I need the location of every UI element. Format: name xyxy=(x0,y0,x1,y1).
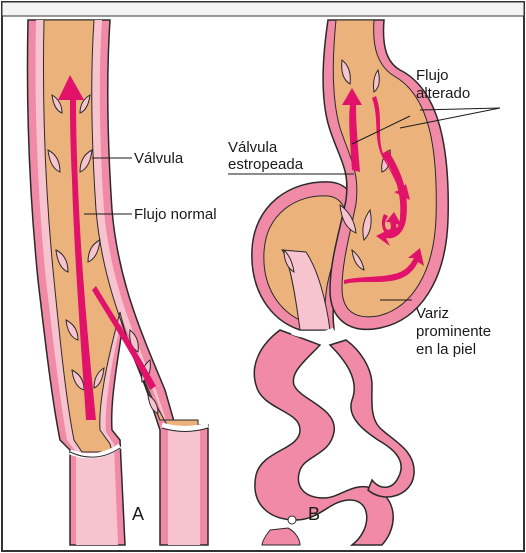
label-variz-1: Variz xyxy=(416,305,449,322)
label-valvula: Válvula xyxy=(134,150,184,167)
tortuous-vein-bottom xyxy=(262,528,300,545)
panel-b-varicose-vein: Válvula estropeada Flujo alterado Variz … xyxy=(228,20,500,545)
panel-a-normal-vein: Válvula Flujo normal A xyxy=(27,20,216,545)
label-valvula-estropeada-2: estropeada xyxy=(228,156,304,173)
panel-a-letter: A xyxy=(132,504,144,524)
label-variz-2: prominente xyxy=(416,323,491,340)
top-band xyxy=(2,2,524,16)
panel-b-letter: B xyxy=(308,504,320,524)
label-variz-3: en la piel xyxy=(416,341,476,358)
label-valvula-estropeada-1: Válvula xyxy=(228,139,278,156)
tortuous-vein-right xyxy=(330,340,414,497)
vein-b-small-opening xyxy=(288,516,296,524)
label-flujo-normal: Flujo normal xyxy=(134,206,217,223)
label-flujo-alterado-1: Flujo xyxy=(416,67,449,84)
label-flujo-alterado-2: alterado xyxy=(416,85,470,102)
tortuous-vein-lower xyxy=(254,330,393,545)
vein-b-neck-opening xyxy=(292,330,334,336)
